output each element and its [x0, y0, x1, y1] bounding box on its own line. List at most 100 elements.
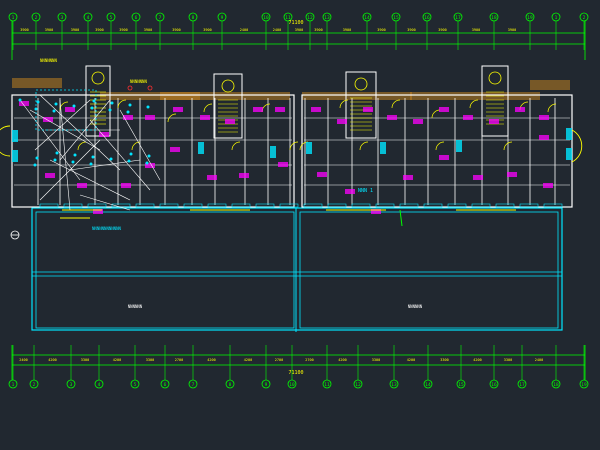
- room-tag: [507, 172, 517, 177]
- door-swing: [231, 141, 241, 151]
- axis-bubble: [322, 379, 332, 389]
- door-swing: [391, 99, 401, 109]
- axis-label: 16: [424, 15, 430, 21]
- axis-bubble: [261, 12, 271, 22]
- dimension-value: 3900: [438, 28, 446, 32]
- dimension-value: 3900: [71, 28, 79, 32]
- axis-label: 4: [87, 15, 90, 21]
- room-tag: [539, 135, 549, 140]
- axis-bubble: [188, 379, 198, 389]
- axis-label: 1: [12, 15, 15, 21]
- axis-bubble: [551, 379, 561, 389]
- window: [303, 203, 323, 208]
- plan-line: [59, 99, 71, 211]
- wall: [85, 65, 111, 137]
- axis-label: 4: [98, 382, 101, 388]
- column-fill: [270, 146, 276, 158]
- room-tag: [239, 173, 249, 178]
- window: [183, 203, 203, 208]
- dimension-value: 3300: [440, 358, 448, 362]
- axis-bubble: [57, 12, 67, 22]
- axis-bubble: [423, 379, 433, 389]
- axis-label: 16: [491, 382, 497, 388]
- door-swing: [435, 141, 445, 151]
- room-tag: [145, 115, 155, 120]
- dimension-value: 3900: [172, 28, 180, 32]
- axis-bubble: [489, 379, 499, 389]
- column-fill: [380, 142, 386, 154]
- door-swing: [131, 141, 141, 151]
- axis-label: 17: [455, 15, 461, 21]
- room-tag: [207, 175, 217, 180]
- electrical-outlet-icon: [18, 98, 22, 102]
- window: [63, 203, 83, 208]
- axis-bubble: [422, 12, 432, 22]
- bottom-axis-bubbles: 1240024200333004420053300627007420084200…: [8, 345, 589, 389]
- axis-label: 11: [285, 15, 291, 21]
- room-tag: [439, 107, 449, 112]
- dimension-value: 3900: [203, 28, 211, 32]
- axis-label: 8: [229, 382, 232, 388]
- door-swing: [203, 103, 213, 113]
- podium-outline: [31, 207, 563, 332]
- axis-bubble: [456, 379, 466, 389]
- dimension-value: 2700: [305, 358, 313, 362]
- electrical-outlet-icon: [54, 102, 58, 106]
- column-fill: [12, 150, 18, 162]
- axis-bubble: [322, 12, 332, 22]
- dimension-value: 3300: [372, 358, 380, 362]
- axis-bubble: [160, 379, 170, 389]
- room-tag: [99, 132, 109, 137]
- window: [471, 203, 491, 208]
- room-tag: [275, 107, 285, 112]
- electrical-outlet-icon: [110, 101, 114, 105]
- electrical-outlet-icon: [127, 159, 131, 163]
- dimension-value: 3900: [508, 28, 516, 32]
- stair-landing-icon: [221, 79, 235, 93]
- marker-icon: [127, 85, 133, 91]
- room-tag: [311, 107, 321, 112]
- electrical-outlet-icon: [53, 158, 57, 162]
- window: [87, 203, 107, 208]
- room-tag: [413, 119, 423, 124]
- axis-bubble: [551, 12, 561, 22]
- dimension-value: 2400: [240, 28, 248, 32]
- room-tag: [43, 117, 53, 122]
- dimension-value: 3900: [343, 28, 351, 32]
- axis-bubble: [453, 12, 463, 22]
- room-tag: [489, 119, 499, 124]
- axis-bubble: [225, 379, 235, 389]
- axis-label: 6: [135, 15, 138, 21]
- axis-label: 8: [192, 15, 195, 21]
- dimension-value: 2700: [275, 358, 283, 362]
- axis-label: 15: [458, 382, 464, 388]
- axis-bubble: [389, 379, 399, 389]
- column-fill: [12, 130, 18, 142]
- dimension-value: 4200: [207, 358, 215, 362]
- annotation-mid: NNNNNNN: [130, 79, 147, 84]
- window: [399, 203, 419, 208]
- mid-label: NNN 1: [358, 188, 373, 194]
- axis-bubble: [305, 12, 315, 22]
- plan-line: [19, 99, 81, 181]
- axis-label: 1: [12, 382, 15, 388]
- room-tag: [463, 115, 473, 120]
- stair-landing-icon: [91, 71, 105, 85]
- room-tag: [278, 162, 288, 167]
- axis-bubble: [517, 379, 527, 389]
- dimension-value: 4200: [407, 358, 415, 362]
- axis-label: 2: [33, 382, 36, 388]
- dimension-value: 3900: [314, 28, 322, 32]
- plan-line: [34, 99, 91, 151]
- room-tag: [121, 183, 131, 188]
- axis-label: 7: [159, 15, 162, 21]
- window: [135, 203, 155, 208]
- axis-label: 9: [265, 382, 268, 388]
- axis-bubble: [130, 379, 140, 389]
- room-tag: [170, 147, 180, 152]
- axis-bubble: [283, 12, 293, 22]
- electrical-outlet-icon: [108, 108, 112, 112]
- axis-bubble: [217, 12, 227, 22]
- dimension-value: 4200: [338, 358, 346, 362]
